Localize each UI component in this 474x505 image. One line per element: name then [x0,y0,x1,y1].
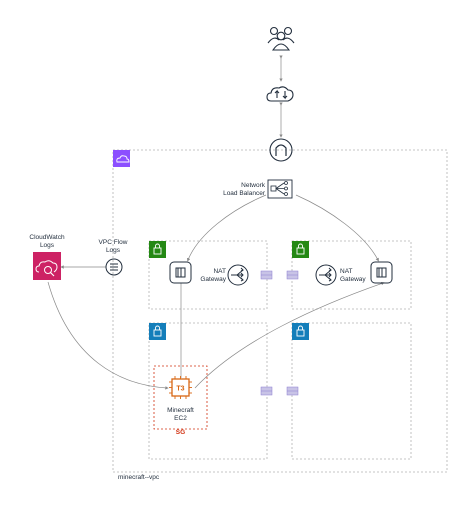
lock-icon [149,241,166,258]
nat-gateway-icon [227,264,249,286]
flowlogs-label-line1: VPC Flow [99,239,128,246]
lock-icon [292,241,309,258]
public-subnet-right [291,240,412,310]
eni-icon [169,261,192,284]
flowlogs-label-line2: Logs [106,247,121,254]
ec2-to-eni-right-line [194,281,385,389]
ec2-label-line1: Minecraft [167,407,194,414]
connectors [47,55,385,390]
nat-right-label-line1: NAT [340,268,353,275]
users-icon [267,26,295,51]
lock-icon [149,323,166,340]
nlb-label-line2: Load Balancer [223,190,266,197]
nlb-to-eni-right-line [295,194,379,262]
security-group: SG [153,365,208,436]
vpc-group: minecraft--vpc [112,149,448,481]
internet-gateway-icon [266,86,294,102]
nlb-icon [267,138,293,199]
ec2-to-cloudwatch-line [47,281,169,390]
ec2-instance-icon: T3 [169,376,192,399]
ec2-chip-label: T3 [176,386,184,393]
nat-left-label-line2: Gateway [200,276,226,283]
vpc-label: minecraft--vpc [118,474,160,481]
lock-icon [292,323,309,340]
vpc-cloud-icon [113,150,130,167]
cloudwatch-label-line1: CloudWatch [29,234,65,241]
eni-icon [370,261,393,284]
nlb-label-line1: Network [241,182,266,189]
nat-gateway-icon [315,264,337,286]
flow-logs-icon [105,258,123,276]
ec2-label-line2: EC2 [174,415,187,422]
cloudwatch-label-line2: Logs [40,242,55,249]
sg-label: SG [176,429,185,436]
nat-right-label-line2: Gateway [340,276,366,283]
private-subnet-left [148,322,268,460]
public-subnet-left [148,240,268,310]
nat-left-label-line1: NAT [213,268,226,275]
cloudwatch-logs-icon [33,252,61,280]
route-table-icon [260,270,299,396]
nlb-to-eni-left-line [187,194,267,262]
private-subnet-right [291,322,412,460]
